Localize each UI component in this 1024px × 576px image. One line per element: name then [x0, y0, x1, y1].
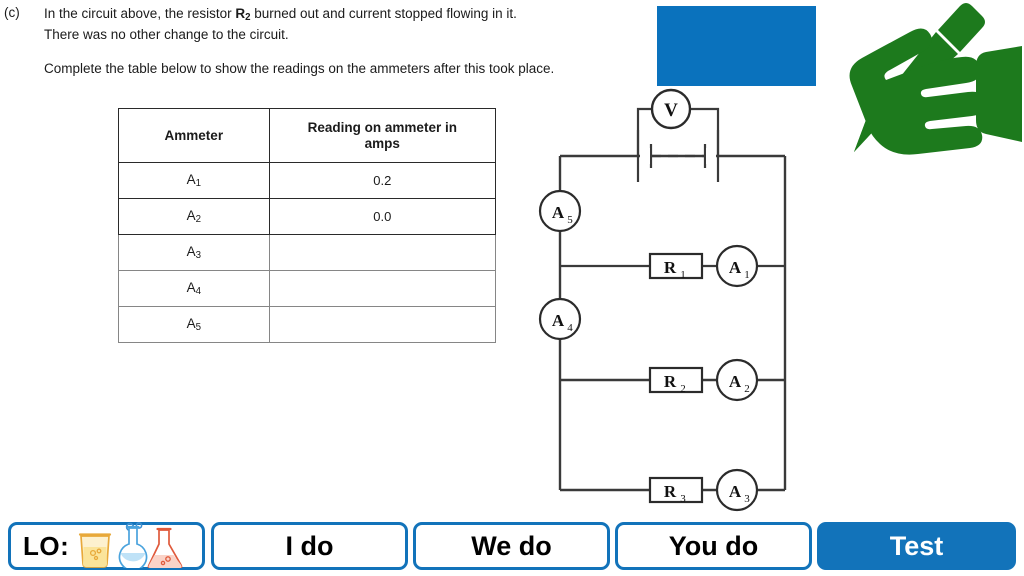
ammeter-letter: A: [186, 207, 196, 223]
ammeter-letter: A: [186, 279, 196, 295]
cell-reading-value[interactable]: 0.2: [268, 162, 497, 199]
cell-ammeter-name: A3: [118, 234, 270, 271]
paragraph-gap: [44, 43, 589, 60]
ammeter-label: A5: [186, 315, 202, 334]
ammeter-sub: 3: [195, 250, 202, 262]
resistor-ref: R2: [235, 6, 251, 24]
svg-text:A: A: [552, 311, 565, 330]
table-row: A2 0.0: [118, 198, 497, 235]
svg-text:A: A: [552, 203, 565, 222]
svg-text:1: 1: [680, 269, 686, 281]
cell-ammeter-name: A1: [118, 162, 270, 199]
ammeter-label: A1: [186, 171, 202, 190]
ammeter-sub: 5: [195, 322, 202, 334]
voltmeter-icon: [650, 88, 692, 130]
you-do-button[interactable]: You do: [615, 522, 812, 570]
question-marker: (c): [4, 5, 20, 20]
ammeter-A3: A 3: [715, 468, 759, 512]
ammeter-A1: A 1: [715, 244, 759, 288]
cell-ammeter-name: A4: [118, 270, 270, 307]
cell-reading-value[interactable]: [268, 234, 497, 271]
beaker-icon: [79, 533, 112, 568]
header-reading: Reading on ammeter in amps: [268, 108, 497, 163]
ammeter-readings-table: Ammeter Reading on ammeter in amps A1 0.…: [118, 108, 497, 343]
svg-text:R: R: [664, 372, 677, 391]
question-line-1-pre: In the circuit above, the resistor: [44, 6, 236, 21]
ammeter-letter: A: [186, 315, 196, 331]
ammeter-letter: A: [186, 171, 196, 187]
svg-text:3: 3: [744, 493, 750, 505]
svg-text:2: 2: [744, 383, 750, 395]
cell-reading-value[interactable]: [268, 306, 497, 343]
question-line-2: There was no other change to the circuit…: [44, 27, 289, 43]
svg-text:A: A: [729, 372, 742, 391]
ammeter-A2: A 2: [715, 358, 759, 402]
svg-text:4: 4: [567, 322, 573, 334]
ammeter-label: A4: [186, 279, 202, 298]
table-header-row: Ammeter Reading on ammeter in amps: [118, 108, 497, 163]
lo-label: LO:: [23, 530, 70, 561]
ammeter-sub: 1: [195, 178, 202, 190]
resistor-R3: [648, 476, 704, 504]
svg-text:A: A: [729, 258, 742, 277]
voltmeter-label: V: [664, 100, 678, 121]
voltmeter-branch: [636, 107, 720, 156]
cell-reading-value[interactable]: 0.0: [268, 198, 497, 235]
table-row: A4: [118, 270, 497, 307]
table-row: A3: [118, 234, 497, 271]
svg-text:R: R: [664, 258, 677, 277]
resistor-R2: [648, 366, 704, 394]
svg-text:R: R: [664, 482, 677, 501]
ammeter-label: A2: [186, 207, 202, 226]
svg-text:A: A: [729, 482, 742, 501]
bottom-navbar: LO:: [0, 516, 1024, 576]
resistor-R1: [648, 252, 704, 280]
hand-writing-pen-icon: [810, 0, 1024, 160]
blue-banner-box: [657, 6, 816, 86]
ammeter-sub: 2: [195, 214, 202, 226]
round-flask-icon: [118, 525, 148, 568]
svg-text:2: 2: [680, 383, 686, 395]
ammeter-label: A3: [186, 243, 202, 262]
svg-text:5: 5: [567, 214, 573, 226]
resistor-ref-letter: R: [235, 6, 246, 21]
circuit-diagram: V A 5 A 4 R 1: [520, 84, 820, 514]
i-do-button[interactable]: I do: [211, 522, 408, 570]
svg-text:3: 3: [680, 493, 686, 505]
question-text: In the circuit above, the resistor R2 bu…: [44, 5, 589, 77]
science-lab-icons: [75, 522, 193, 568]
header-reading-line1: Reading on ammeter in: [307, 119, 457, 135]
ammeter-sub: 4: [195, 286, 202, 298]
ammeter-A4: A 4: [538, 297, 582, 341]
table-row: A1 0.2: [118, 162, 497, 199]
header-reading-line2: amps: [364, 135, 400, 151]
table-row: A5: [118, 306, 497, 343]
conical-flask-icon: [147, 527, 183, 568]
lo-button[interactable]: LO:: [8, 522, 205, 570]
ammeter-A5: A 5: [538, 189, 582, 233]
cell-ammeter-name: A2: [118, 198, 270, 235]
ammeter-letter: A: [186, 243, 196, 259]
header-ammeter: Ammeter: [118, 108, 270, 163]
resistor-ref-sub: 2: [245, 12, 251, 24]
we-do-button[interactable]: We do: [413, 522, 610, 570]
svg-text:1: 1: [744, 269, 750, 281]
question-line-1-post: burned out and current stopped flowing i…: [250, 6, 517, 21]
test-button[interactable]: Test: [817, 522, 1016, 570]
cell-ammeter-name: A5: [118, 306, 270, 343]
cell-reading-value[interactable]: [268, 270, 497, 307]
question-line-1: In the circuit above, the resistor R2 bu…: [44, 5, 589, 26]
question-line-3: Complete the table below to show the rea…: [44, 61, 555, 77]
